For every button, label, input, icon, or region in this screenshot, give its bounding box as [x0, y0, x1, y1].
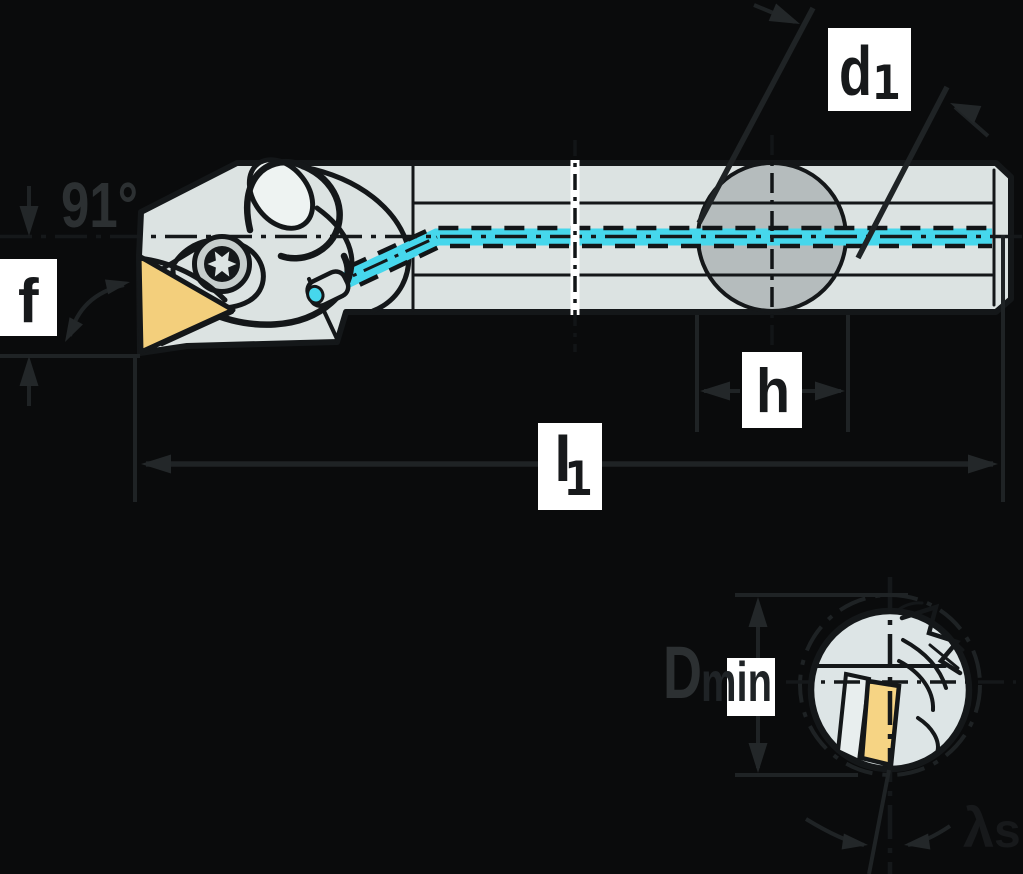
section-view [786, 577, 1016, 874]
label-l1-subscript: 1 [564, 452, 592, 507]
dim-dmin: D min [663, 593, 908, 777]
label-angle: 91° [61, 169, 138, 241]
label-lambda: λ [963, 796, 994, 859]
dim-h: h [695, 315, 850, 432]
dim-lambda-s: λ s [804, 796, 1021, 859]
insert-inclination-line [867, 769, 891, 874]
clamp-finger-edge [136, 255, 228, 303]
label-lambda-subscript: s [994, 805, 1021, 858]
reference-line [570, 140, 580, 352]
side-view-dimensions: 91° f d 1 [0, 3, 1005, 510]
label-box-d1 [828, 28, 911, 111]
side-view [0, 135, 1023, 356]
cutting-insert [136, 253, 236, 355]
clamp-top-piece [246, 157, 316, 231]
label-f: f [18, 267, 39, 336]
label-dmin-subscript: min [701, 650, 772, 713]
clamping-mechanism [148, 157, 355, 346]
label-h: h [756, 357, 790, 426]
dim-f: f [0, 186, 140, 406]
label-box-dmin [727, 658, 775, 716]
coolant-hole-hidden-edge-top [317, 225, 992, 284]
dim-angle: 91° [58, 169, 138, 346]
label-d1: d [839, 32, 872, 110]
min-bore-circle [798, 593, 982, 777]
label-box-f [0, 259, 57, 336]
label-box-h [742, 352, 802, 428]
label-l1: l [554, 423, 572, 495]
label-dmin: D [663, 631, 702, 714]
torx-screw [192, 234, 252, 294]
label-d1-subscript: 1 [872, 56, 900, 111]
torx-star-icon [207, 251, 237, 277]
section-view-dimensions: D min λ s [663, 593, 1021, 859]
cutting-insert-section [859, 678, 902, 768]
label-box-l1 [538, 423, 602, 510]
dim-d1: d 1 [696, 3, 990, 260]
dim-l1: l 1 [133, 235, 1005, 510]
coolant-hole-hidden-edge-bottom [329, 243, 992, 302]
coolant-nozzle [305, 269, 351, 308]
